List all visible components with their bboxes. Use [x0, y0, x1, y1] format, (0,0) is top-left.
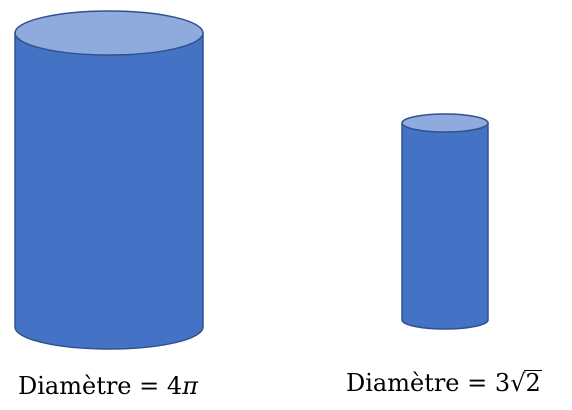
small-cylinder-top — [401, 113, 489, 133]
small-cylinder-body — [401, 122, 489, 330]
diameter-coefficient: 4 — [166, 372, 183, 400]
equals-sign: = — [139, 372, 160, 400]
diameter-word: Diamètre — [18, 372, 132, 400]
large-cylinder — [14, 10, 204, 350]
small-cylinder — [401, 113, 489, 330]
square-root-radicand: 2 — [524, 369, 542, 397]
small-cylinder-diameter-label: Diamètre = 3√2 — [346, 370, 542, 395]
diameter-word: Diamètre — [346, 369, 460, 397]
diameter-coefficient: 3 — [494, 369, 511, 397]
equals-sign: = — [467, 369, 488, 397]
square-root-sign: √ — [510, 369, 526, 397]
square-root: √2 — [510, 370, 542, 395]
pi-symbol: π — [182, 372, 198, 400]
large-cylinder-diameter-label: Diamètre = 4π — [18, 374, 198, 398]
large-cylinder-body — [14, 32, 204, 350]
large-cylinder-top — [14, 10, 204, 56]
